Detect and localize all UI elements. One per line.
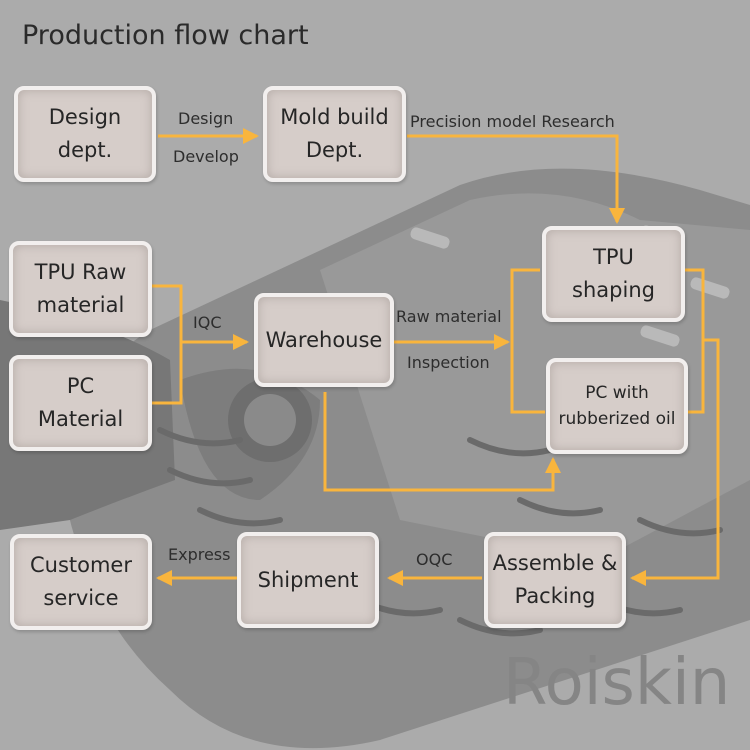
label-iqc: IQC <box>193 313 222 332</box>
node-assemble-packing: Assemble & Packing <box>484 532 626 628</box>
node-shipment: Shipment <box>237 532 379 628</box>
label-precision-model-research: Precision model Research <box>410 112 615 131</box>
connector-raw-materials <box>152 284 247 405</box>
label-raw-material: Raw material <box>396 307 502 326</box>
arrow-mold-to-tpu <box>407 134 625 224</box>
brand-watermark: Roiskin <box>503 646 731 720</box>
node-tpu-raw-material: TPU Raw material <box>9 241 152 337</box>
label-design: Design <box>178 109 234 128</box>
arrow-to-assemble <box>630 338 720 586</box>
node-pc-material: PC Material <box>9 355 152 451</box>
label-inspection: Inspection <box>407 353 490 372</box>
node-customer-service: Customer service <box>10 534 152 630</box>
label-express: Express <box>168 545 231 564</box>
label-develop: Develop <box>173 147 239 166</box>
node-mold-build-dept: Mold build Dept. <box>263 86 406 182</box>
node-pc-rubberized-oil: PC with rubberized oil <box>546 358 688 454</box>
arrow-warehouse-to-pc-oil <box>323 392 561 492</box>
bracket-left <box>510 268 545 414</box>
page-title: Production flow chart <box>22 20 309 51</box>
node-tpu-shaping: TPU shaping <box>542 226 685 322</box>
node-warehouse: Warehouse <box>254 293 394 387</box>
node-design-dept: Design dept. <box>14 86 156 182</box>
label-oqc: OQC <box>416 550 453 569</box>
